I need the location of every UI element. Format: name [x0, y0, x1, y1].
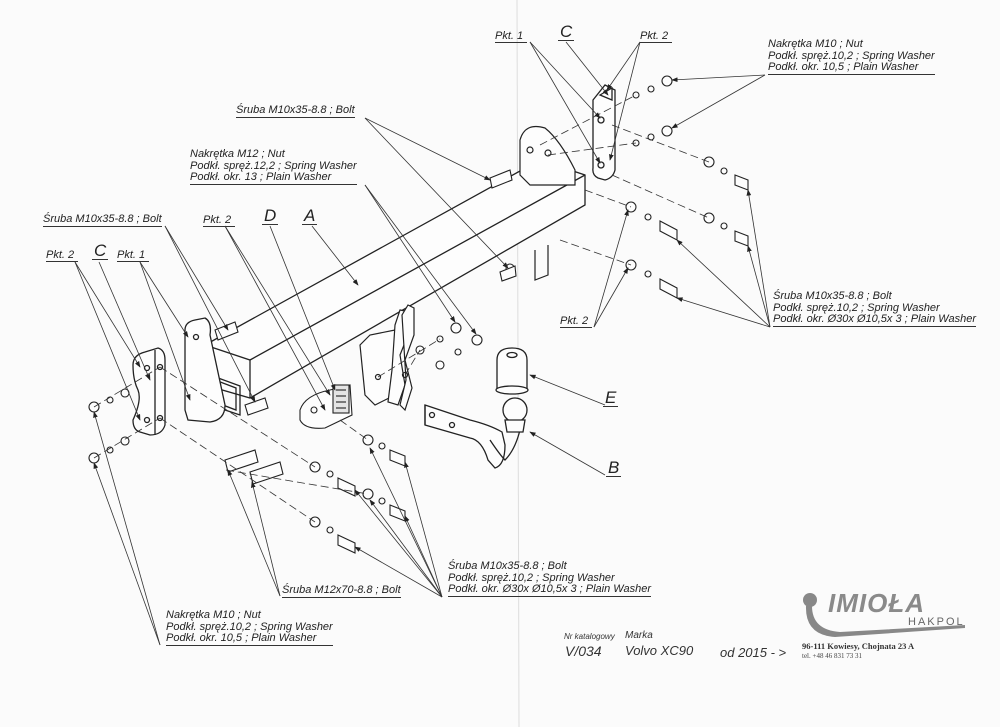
text-line: Podkł. okr. 10,5 ; Plain Washer [166, 632, 333, 646]
label-d: D [262, 206, 279, 225]
ball-cover-e [495, 347, 529, 395]
label-top-pkt2: Pkt. 2 [640, 30, 673, 43]
label-b: B [606, 458, 622, 477]
label-a: A [302, 206, 318, 225]
text-line: Śruba M10x35-8.8 ; Bolt [236, 104, 355, 118]
leader-lines [74, 41, 771, 646]
text-line: Podkł. spręż.10,2 ; Spring Washer [448, 571, 615, 584]
text-line: Nakrętka M12 ; Nut [190, 148, 285, 160]
electrical-socket-plate-d [299, 384, 353, 429]
company-phone: tel. +48 46 831 73 31 [802, 652, 862, 660]
assembly-axis-lines [93, 94, 710, 523]
text-line: Podkł. spręż.10,2 ; Spring Washer [166, 620, 333, 633]
text-line: Śruba M10x35-8.8 ; Bolt [773, 290, 892, 302]
text-line: Podkł. spręż.10,2 ; Spring Washer [773, 301, 940, 314]
text-line: Podkł. okr. 13 ; Plain Washer [190, 171, 357, 185]
hardware-fasteners [88, 75, 749, 554]
label-bolt-left: Śruba M10x35-8.8 ; Bolt [43, 213, 162, 227]
text-line: Podkł. okr. Ø30x Ø10,5x 3 ; Plain Washer [773, 313, 976, 327]
label-e: E [603, 388, 619, 407]
label-right-top-nut: Nakrętka M10 ; Nut Podkł. spręż.10,2 ; S… [768, 38, 935, 75]
tow-ball-b [424, 397, 528, 469]
right-beam-bracket [519, 125, 576, 281]
text-line: Podkł. okr. 10,5 ; Plain Washer [768, 61, 935, 75]
label-bottom-center-bolt: Śruba M10x35-8.8 ; Bolt Podkł. spręż.10,… [448, 560, 651, 597]
text-line: Śruba M10x35-8.8 ; Bolt [448, 560, 567, 572]
text-line: Nakrętka M10 ; Nut [166, 609, 261, 621]
label-top-c: C [558, 22, 575, 41]
model-year-from: od 2015 - > [720, 645, 787, 660]
text-line: Podkł. spręż.10,2 ; Spring Washer [768, 49, 935, 62]
label-bolt-m12: Śruba M12x70-8.8 ; Bolt [282, 584, 401, 598]
make-value: Volvo XC90 [625, 643, 694, 658]
text-line: Śruba M10x35-8.8 ; Bolt [43, 213, 162, 227]
label-mid-pkt2: Pkt. 2 [203, 214, 236, 227]
label-right-mid-pkt2: Pkt. 2 [560, 315, 593, 328]
label-nut-m12: Nakrętka M12 ; Nut Podkł. spręż.12,2 ; S… [190, 148, 357, 185]
center-mounting-plate [359, 304, 415, 412]
label-left-pkt2: Pkt. 2 [46, 249, 79, 262]
brand-logo-sub: HAKPOL [908, 616, 965, 628]
label-bottom-left-nut: Nakrętka M10 ; Nut Podkł. spręż.10,2 ; S… [166, 609, 333, 646]
brand-logo-text: IMIOŁA [828, 588, 925, 618]
left-side-bracket-c [132, 347, 166, 436]
label-left-pkt1: Pkt. 1 [117, 249, 150, 262]
right-side-bracket-c [592, 84, 616, 181]
company-address: 96-111 Kowiesy, Chojnata 23 A [802, 641, 915, 651]
text-line: Podkł. spręż.12,2 ; Spring Washer [190, 159, 357, 172]
make-label: Marka [625, 630, 653, 641]
label-left-c: C [92, 241, 109, 260]
left-beam-end-plate [184, 317, 226, 423]
label-top-pkt1: Pkt. 1 [495, 30, 528, 43]
text-line: Nakrętka M10 ; Nut [768, 38, 863, 50]
text-line: Śruba M12x70-8.8 ; Bolt [282, 584, 401, 598]
label-bolt-top-center: Śruba M10x35-8.8 ; Bolt [236, 104, 355, 118]
text-line: Podkł. okr. Ø30x Ø10,5x 3 ; Plain Washer [448, 583, 651, 597]
catalog-number-label: Nr katalogowy [564, 632, 615, 641]
catalog-number-value: V/034 [565, 643, 602, 659]
label-right-mid-bolt: Śruba M10x35-8.8 ; Bolt Podkł. spręż.10,… [773, 290, 976, 327]
imiola-logo-mark [803, 593, 965, 637]
